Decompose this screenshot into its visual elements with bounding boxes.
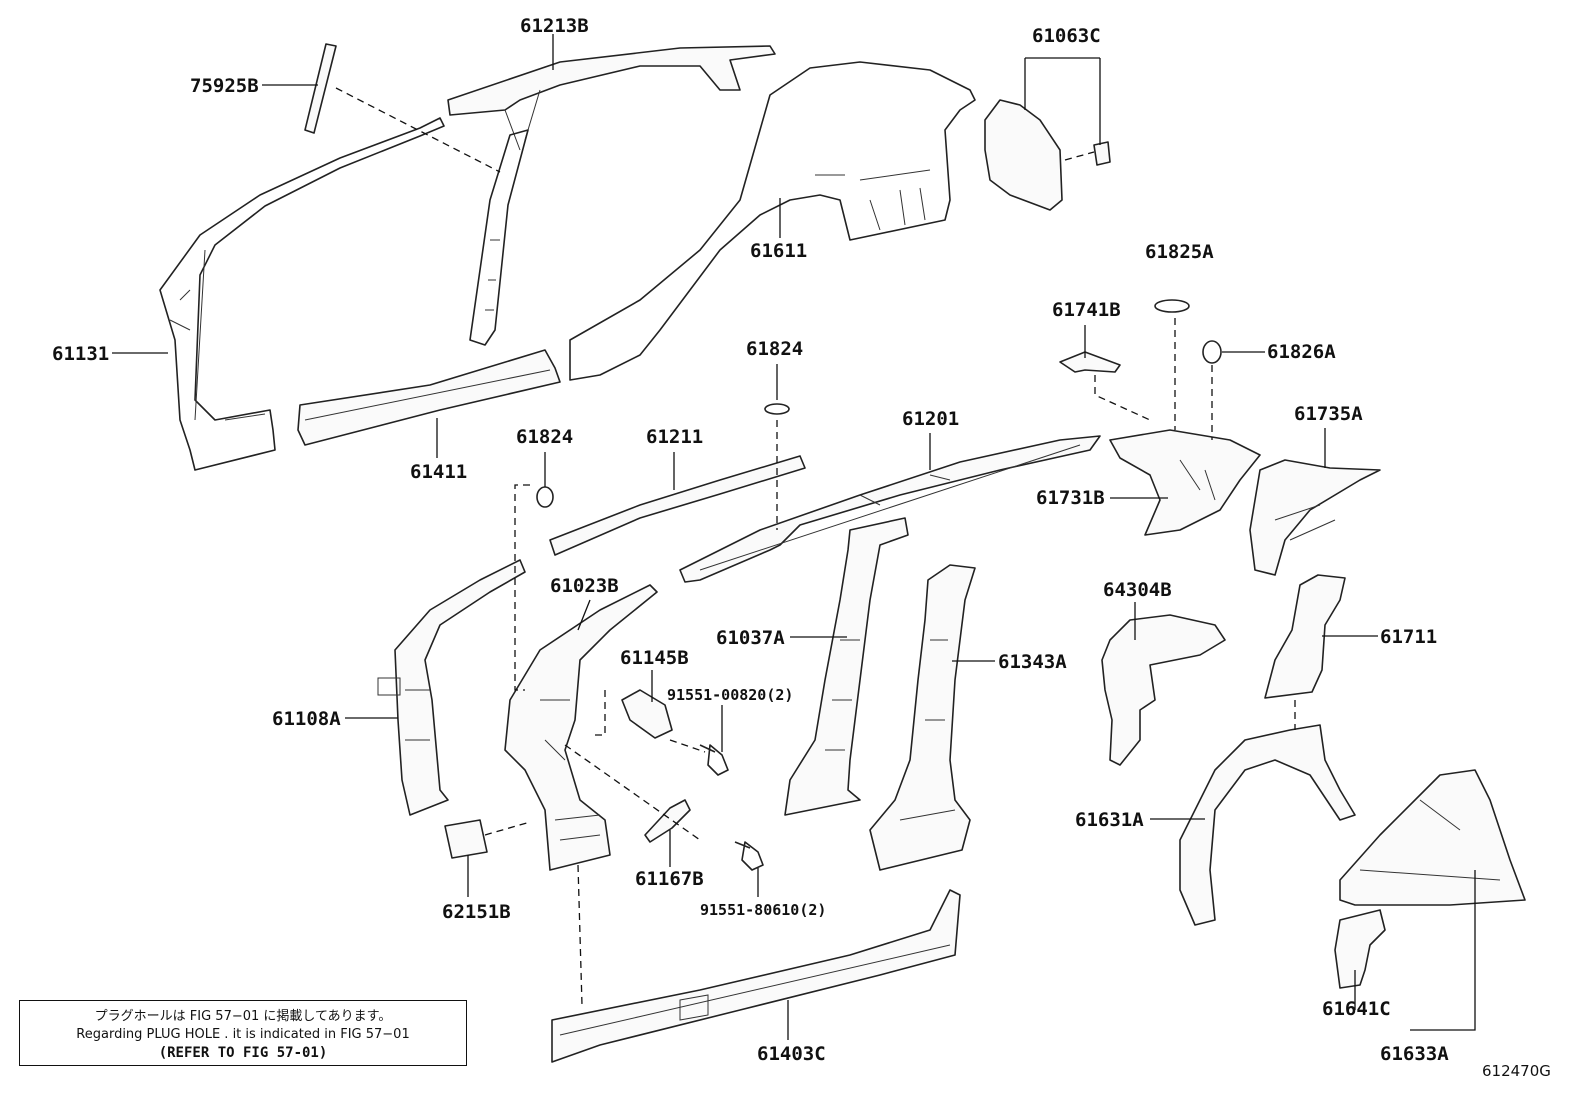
label-61037A: 61037A xyxy=(716,627,785,649)
label-61731B: 61731B xyxy=(1036,487,1105,509)
part-61611-shape xyxy=(569,61,976,381)
label-61826A: 61826A xyxy=(1267,341,1336,363)
label-61167B: 61167B xyxy=(635,868,704,890)
part-61145B-shape xyxy=(621,689,673,739)
part-61631A-shape xyxy=(1179,724,1356,926)
label-62151B: 62151B xyxy=(442,901,511,923)
note-refer: (REFER TO FIG 57-01) xyxy=(158,1045,328,1061)
label-61411: 61411 xyxy=(410,461,467,483)
part-61731B-shape xyxy=(1109,429,1261,536)
part-61131-shape xyxy=(159,117,445,471)
diagram-id: 612470G xyxy=(1482,1062,1551,1080)
part-61633A-shape xyxy=(1339,769,1526,906)
label-75925B: 75925B xyxy=(190,75,259,97)
plug-61826A-shape xyxy=(1202,340,1222,364)
part-61343A-shape xyxy=(869,564,976,871)
label-91551-00820: 91551-00820(2) xyxy=(667,686,793,704)
label-61641C: 61641C xyxy=(1322,998,1391,1020)
label-61824-upper: 61824 xyxy=(746,338,803,360)
label-61825A: 61825A xyxy=(1145,241,1214,263)
label-61633A: 61633A xyxy=(1380,1043,1449,1065)
part-62151B-shape xyxy=(444,819,488,859)
plug-61824b-shape xyxy=(536,486,554,508)
label-61711: 61711 xyxy=(1380,626,1437,648)
label-64304B: 64304B xyxy=(1103,579,1172,601)
part-61063C-clip xyxy=(1093,141,1111,166)
part-75925B-shape xyxy=(304,43,337,134)
part-61211-shape xyxy=(549,455,806,556)
note-english: Regarding PLUG HOLE . it is indicated in… xyxy=(76,1027,410,1042)
label-61611: 61611 xyxy=(750,240,807,262)
plug-61824a-shape xyxy=(764,403,790,415)
label-61211: 61211 xyxy=(646,426,703,448)
label-61631A: 61631A xyxy=(1075,809,1144,831)
part-61063C-shape xyxy=(984,99,1063,211)
label-61741B: 61741B xyxy=(1052,299,1121,321)
label-91551-80610: 91551-80610(2) xyxy=(700,901,826,919)
label-61343A: 61343A xyxy=(998,651,1067,673)
label-61023B: 61023B xyxy=(550,575,619,597)
part-61167B-shape xyxy=(644,799,691,843)
label-61213B: 61213B xyxy=(520,15,589,37)
label-61108A: 61108A xyxy=(272,708,341,730)
bolt-91551-00820-shape xyxy=(699,744,729,776)
part-61037A-shape xyxy=(784,517,909,816)
part-61023B-shape xyxy=(504,584,658,871)
part-61735A-shape xyxy=(1249,459,1381,576)
part-61108A-shape xyxy=(394,559,526,816)
label-61824-lower: 61824 xyxy=(516,426,573,448)
label-61063C: 61063C xyxy=(1032,25,1101,47)
part-61641C-shape xyxy=(1334,909,1386,989)
label-61735A: 61735A xyxy=(1294,403,1363,425)
bolt-91551-80610-shape xyxy=(734,841,764,871)
note-japanese: プラグホールは FIG 57−01 に掲載してあります。 xyxy=(94,1009,392,1024)
part-64304B-shape xyxy=(1101,614,1226,766)
part-61741B-shape xyxy=(1059,351,1121,373)
part-pillar-shape xyxy=(469,129,529,346)
part-61711-shape xyxy=(1264,574,1346,699)
part-61411-shape xyxy=(297,349,561,446)
plug-61825A-shape xyxy=(1154,299,1190,313)
label-61131: 61131 xyxy=(52,343,109,365)
part-61213B-shape xyxy=(447,45,776,116)
part-61403C-shape xyxy=(551,889,961,1063)
label-61145B: 61145B xyxy=(620,647,689,669)
plug-hole-note: プラグホールは FIG 57−01 に掲載してあります。 Regarding P… xyxy=(19,1000,467,1066)
part-61201-shape xyxy=(679,435,1101,583)
label-61403C: 61403C xyxy=(757,1043,826,1065)
label-61201: 61201 xyxy=(902,408,959,430)
